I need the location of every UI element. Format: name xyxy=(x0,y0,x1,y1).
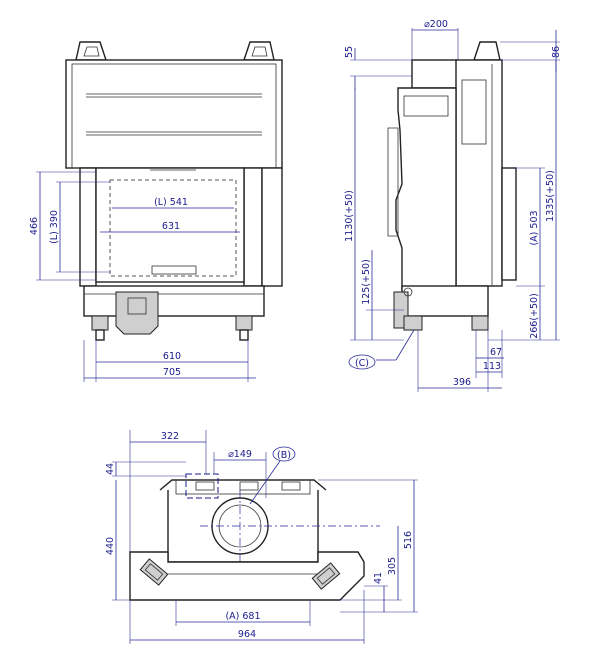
air-inlet xyxy=(115,291,159,335)
right-lift-handle xyxy=(243,41,275,61)
dim-322: 322 xyxy=(161,431,179,442)
dim-flue-149: ⌀149 xyxy=(228,449,252,460)
top-right-handle xyxy=(311,562,341,590)
front-left-foot xyxy=(91,315,109,331)
dim-height-503: (A) 503 xyxy=(529,210,540,245)
front-top-housing xyxy=(65,59,283,169)
top-wide-base xyxy=(129,551,365,601)
flue-collar xyxy=(411,59,459,89)
dim-width-964: 964 xyxy=(238,629,256,640)
side-door-frame xyxy=(395,87,457,291)
dim-width-705: 705 xyxy=(163,367,181,378)
top-left-handle xyxy=(139,558,169,586)
callout-c: (C) xyxy=(355,358,369,369)
top-flue-dash xyxy=(185,473,219,499)
front-right-foot xyxy=(235,315,253,331)
door-handle xyxy=(151,265,197,275)
dim-top-55: 55 xyxy=(344,46,355,58)
dim-height-1130: 1130(+50) xyxy=(344,190,355,242)
dim-height-266: 266(+50) xyxy=(529,293,540,339)
dim-depth-396: 396 xyxy=(453,377,471,388)
firebox-opening xyxy=(95,167,245,283)
dim-305: 305 xyxy=(387,557,398,575)
dim-height-390: (L) 390 xyxy=(49,210,60,244)
dim-height-466: 466 xyxy=(29,217,40,235)
dim-440: 440 xyxy=(105,537,116,555)
dim-width-681: (A) 681 xyxy=(225,611,260,622)
dim-height-125: 125(+50) xyxy=(361,259,372,305)
dim-44: 44 xyxy=(105,463,116,475)
front-right-column xyxy=(243,167,263,287)
side-main-body xyxy=(455,59,503,287)
dim-flue-200: ⌀200 xyxy=(424,19,448,30)
left-lift-handle xyxy=(75,41,107,61)
dim-glass-541: (L) 541 xyxy=(154,197,188,208)
front-base xyxy=(83,285,265,317)
side-front-foot xyxy=(403,315,423,331)
dim-height-1335: 1335(+50) xyxy=(545,170,556,222)
dim-glass-631: 631 xyxy=(162,221,180,232)
front-left-column xyxy=(79,167,97,287)
side-lift-handle xyxy=(473,41,501,61)
front-view: (L) 541 631 610 705 466 (L) 390 xyxy=(29,41,283,382)
side-rear-foot xyxy=(471,315,489,331)
dim-width-610: 610 xyxy=(163,351,181,362)
dim-516: 516 xyxy=(403,531,414,549)
top-view: 322 ⌀149 (B) 44 440 516 305 41 (A) 681 xyxy=(105,430,418,644)
side-air-duct xyxy=(501,167,517,281)
side-base xyxy=(401,285,489,317)
side-view: ⌀200 55 1130(+50) 125(+50) 86 1335(+50) … xyxy=(344,19,562,392)
dim-depth-67: 67 xyxy=(490,347,502,358)
glass-outline xyxy=(109,179,237,277)
callout-b: (B) xyxy=(277,450,291,461)
dim-depth-113: 113 xyxy=(483,361,501,372)
dim-41: 41 xyxy=(373,572,384,584)
dim-top-86: 86 xyxy=(551,46,562,58)
